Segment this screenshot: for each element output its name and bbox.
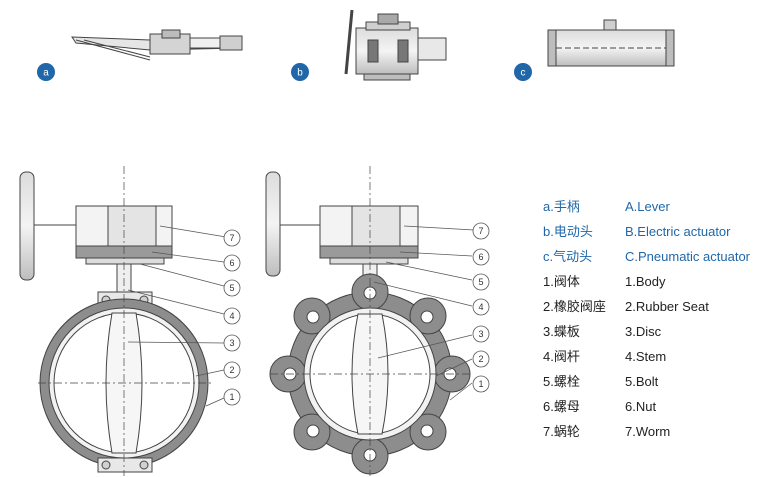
badge-c-label: c <box>521 68 526 79</box>
legend-en-disc: 3.Disc <box>625 324 662 339</box>
legend-cn-seat: 2.橡胶阀座 <box>543 299 606 314</box>
callout-7-label: 7 <box>229 233 234 243</box>
callout-3-left: 3 <box>223 334 241 352</box>
callout-7-left: 7 <box>223 229 241 247</box>
legend-cn-disc: 3.蝶板 <box>543 324 580 339</box>
callout-3-label: 3 <box>478 329 483 339</box>
badge-c: c <box>514 63 532 81</box>
callout-1-left: 1 <box>223 388 241 406</box>
legend-cn-pneumatic: c.气动头 <box>543 249 593 264</box>
badge-b-label: b <box>297 68 303 79</box>
callout-2-label: 2 <box>229 365 234 375</box>
lug-butterfly-valve <box>265 166 471 476</box>
badge-a: a <box>37 63 55 81</box>
callout-1-label: 1 <box>229 392 234 402</box>
legend-en-lever: A.Lever <box>625 199 670 214</box>
badge-a-label: a <box>43 68 49 79</box>
badge-b: b <box>291 63 309 81</box>
callout-6-label: 6 <box>478 252 483 262</box>
legend-cn-electric: b.电动头 <box>543 224 593 239</box>
callout-5-label: 5 <box>229 283 234 293</box>
legend-en-nut: 6.Nut <box>625 399 657 414</box>
legend-cn-bolt: 5.螺栓 <box>543 374 580 389</box>
legend-cn-stem: 4.阀杆 <box>543 349 580 364</box>
callout-4-left: 4 <box>223 307 241 325</box>
callout-leaders <box>127 225 475 407</box>
callout-3-label: 3 <box>229 338 234 348</box>
callout-2-left: 2 <box>223 361 241 379</box>
callout-6-right: 6 <box>472 248 490 266</box>
parts-legend: a.手柄 A.Lever b.电动头 B.Electric actuator c… <box>543 198 778 440</box>
callout-2-right: 2 <box>472 350 490 368</box>
legend-en-seat: 2.Rubber Seat <box>625 299 709 314</box>
callout-1-label: 1 <box>478 379 483 389</box>
callout-5-right: 5 <box>472 273 490 291</box>
legend-cn-body: 1.阀体 <box>543 274 580 289</box>
callout-7-label: 7 <box>478 226 483 236</box>
callout-1-right: 1 <box>472 375 490 393</box>
callout-3-right: 3 <box>472 325 490 343</box>
legend-en-worm: 7.Worm <box>625 424 671 439</box>
legend-en-electric: B.Electric actuator <box>625 224 731 239</box>
callout-5-left: 5 <box>223 279 241 297</box>
legend-en-bolt: 5.Bolt <box>625 374 659 389</box>
legend-cn-nut: 6.螺母 <box>543 399 580 414</box>
pneumatic-actuator <box>547 19 675 67</box>
callout-6-left: 6 <box>223 254 241 272</box>
lever-actuator <box>71 29 243 61</box>
wafer-butterfly-valve <box>19 166 212 476</box>
electric-actuator <box>344 9 447 81</box>
legend-en-stem: 4.Stem <box>625 349 667 364</box>
callout-2-label: 2 <box>478 354 483 364</box>
callout-4-right: 4 <box>472 298 490 316</box>
legend-cn-worm: 7.蜗轮 <box>543 424 580 439</box>
callout-7-right: 7 <box>472 222 490 240</box>
legend-en-pneumatic: C.Pneumatic actuator <box>625 249 751 264</box>
legend-cn-lever: a.手柄 <box>543 199 580 214</box>
callout-4-label: 4 <box>478 302 483 312</box>
callout-5-label: 5 <box>478 277 483 287</box>
callout-6-label: 6 <box>229 258 234 268</box>
legend-en-body: 1.Body <box>625 274 666 289</box>
callout-4-label: 4 <box>229 311 234 321</box>
